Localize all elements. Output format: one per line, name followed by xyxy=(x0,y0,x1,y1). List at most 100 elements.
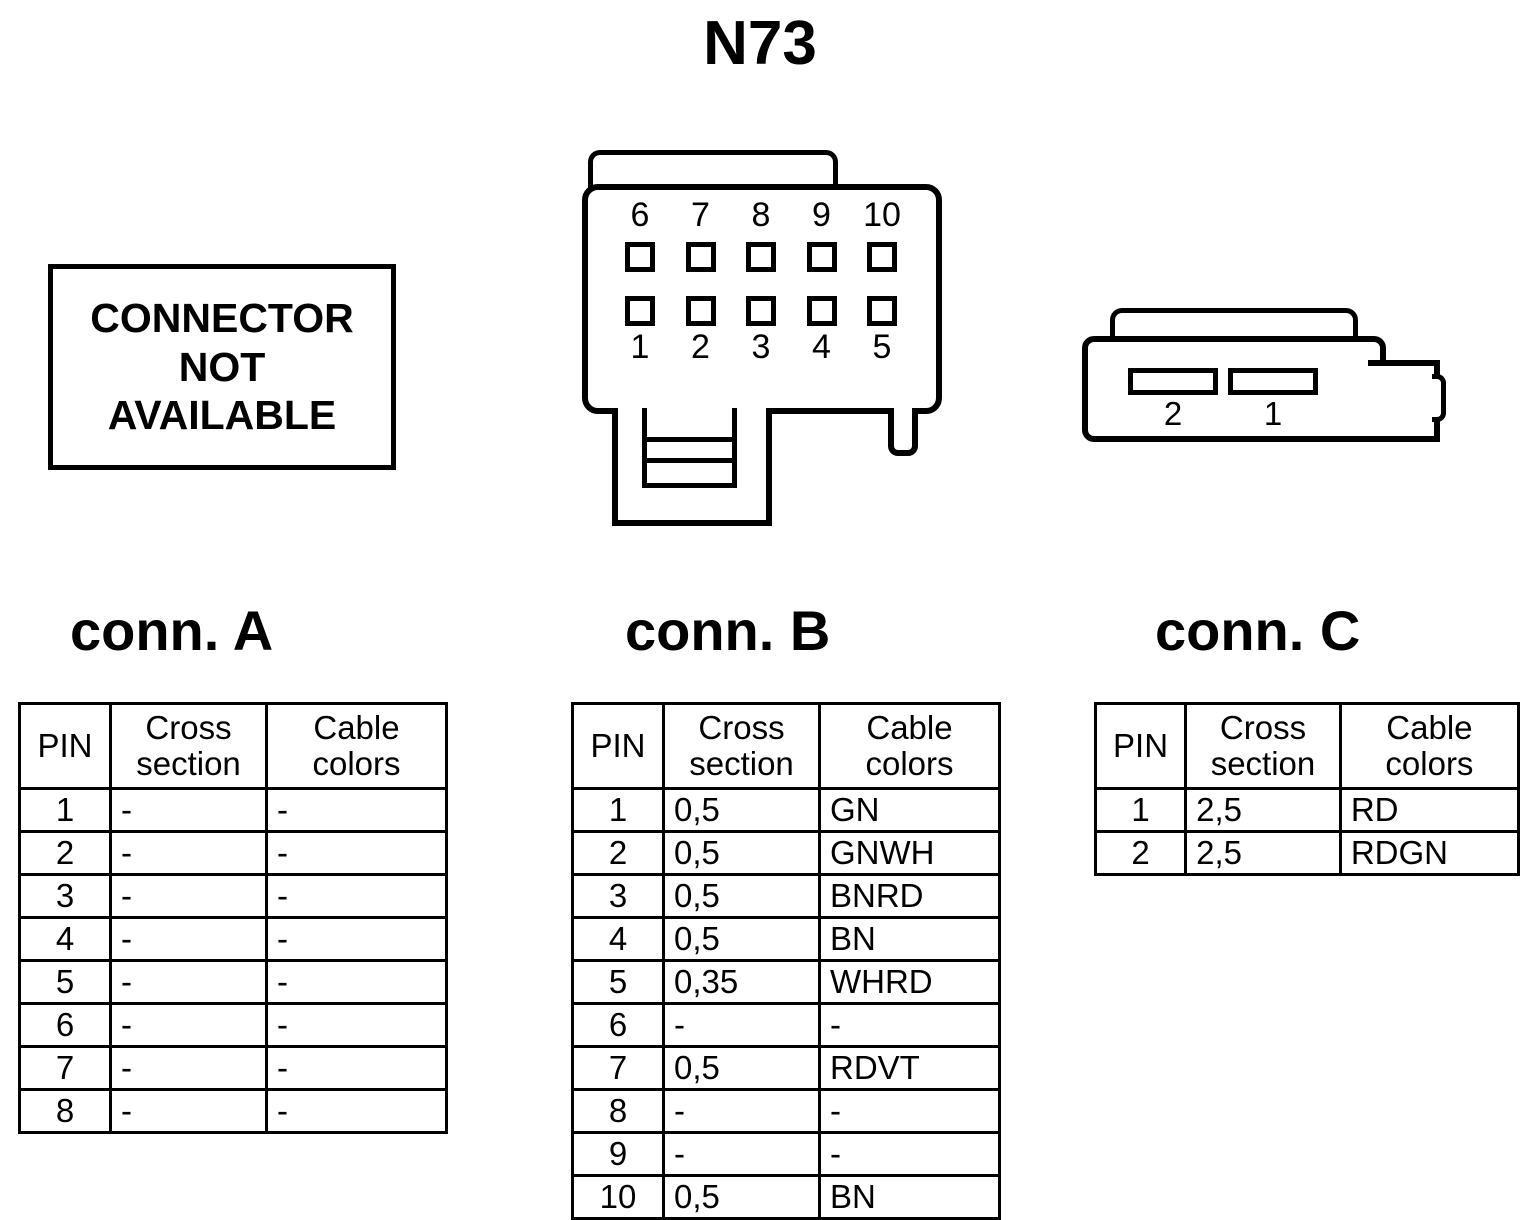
col-header-cross-line1: Cross xyxy=(698,709,785,747)
table-row: 3-- xyxy=(18,873,448,919)
cell-cable-colors: - xyxy=(265,787,448,833)
table-c-head: PIN Cross section Cable colors xyxy=(1093,702,1520,790)
pin-label-9: 9 xyxy=(812,196,831,234)
pin-socket-8 xyxy=(746,242,776,272)
page-title: N73 xyxy=(703,9,817,78)
cell-pin: 2 xyxy=(18,830,112,876)
cell-cross-section: 0,35 xyxy=(662,959,821,1005)
cell-pin: 2 xyxy=(571,830,665,876)
connector-c-slot-1 xyxy=(1228,368,1318,395)
connector-c-slot-2 xyxy=(1128,368,1218,395)
connector-c-slot-label-2: 2 xyxy=(1163,395,1183,432)
col-header-cross-line2: section xyxy=(689,745,794,782)
pin-socket-7 xyxy=(685,242,716,272)
table-row: 4-- xyxy=(18,916,448,962)
cell-cable-colors: WHRD xyxy=(818,959,1001,1005)
col-header-color-line1: Cable xyxy=(313,709,400,747)
col-header-cross-line2: section xyxy=(136,745,241,782)
cell-cross-section: - xyxy=(109,873,268,919)
pin-cell-3: 3 xyxy=(737,296,785,368)
notice-line-2: NOT xyxy=(178,343,266,390)
cell-cable-colors: - xyxy=(265,830,448,876)
pin-cell-9: 9 xyxy=(798,198,846,272)
pin-cell-4: 4 xyxy=(798,296,846,368)
cell-pin: 1 xyxy=(571,787,665,833)
col-header-cross-line1: Cross xyxy=(1219,709,1307,747)
heading-conn-a: conn. A xyxy=(70,599,274,662)
cell-pin: 5 xyxy=(18,959,112,1005)
connector-c-side-nub xyxy=(1432,374,1446,422)
cell-cross-section: - xyxy=(109,959,268,1005)
pin-cell-6: 6 xyxy=(616,198,664,272)
pin-socket-3 xyxy=(746,296,776,326)
col-header-cable-colors: Cable colors xyxy=(818,702,1001,790)
cell-cross-section: - xyxy=(662,1088,821,1134)
cell-cable-colors: GNWH xyxy=(818,830,1001,876)
cell-cross-section: 2,5 xyxy=(1184,830,1342,876)
cell-cross-section: 2,5 xyxy=(1184,787,1342,833)
col-header-pin: PIN xyxy=(571,702,665,790)
table-b-head: PIN Cross section Cable colors xyxy=(571,702,1001,790)
connector-c-slot-cell-1: 1 xyxy=(1228,368,1318,430)
cell-cross-section: - xyxy=(109,1045,268,1091)
heading-conn-b: conn. B xyxy=(625,599,831,662)
pin-cell-1: 1 xyxy=(616,296,664,368)
notice-line-3: AVAILABLE xyxy=(107,392,337,439)
cell-pin: 4 xyxy=(571,916,665,962)
pin-label-5: 5 xyxy=(872,328,892,366)
cell-pin: 4 xyxy=(18,916,112,962)
table-a-body: 1--2--3--4--5--6--7--8-- xyxy=(18,787,448,1134)
col-header-pin: PIN xyxy=(1093,702,1188,790)
cell-cable-colors: RDGN xyxy=(1338,830,1520,876)
table-row: 1-- xyxy=(18,787,448,833)
connector-b-right-leg xyxy=(888,408,918,456)
col-header-cross-line1: Cross xyxy=(145,709,232,747)
cell-cable-colors: - xyxy=(265,916,448,962)
pin-label-4: 4 xyxy=(812,328,831,366)
table-a-header-row: PIN Cross section Cable colors xyxy=(18,702,448,790)
cell-cross-section: - xyxy=(109,830,268,876)
notice-line-1: CONNECTOR xyxy=(90,295,354,342)
cell-cable-colors: - xyxy=(265,1002,448,1048)
cell-pin: 5 xyxy=(571,959,665,1005)
cell-pin: 1 xyxy=(18,787,112,833)
pin-label-2: 2 xyxy=(691,328,710,366)
table-row: 6-- xyxy=(18,1002,448,1048)
heading-conn-c: conn. C xyxy=(1155,599,1361,662)
cell-cross-section: - xyxy=(662,1131,821,1177)
cell-cross-section: - xyxy=(109,1088,268,1134)
pin-socket-4 xyxy=(806,296,837,326)
pin-socket-6 xyxy=(625,242,655,272)
cell-cross-section: - xyxy=(109,1002,268,1048)
pin-socket-5 xyxy=(867,296,897,326)
cell-cross-section: 0,5 xyxy=(662,873,821,919)
table-row: 9-- xyxy=(571,1131,1001,1177)
pin-cell-7: 7 xyxy=(677,198,725,272)
cell-pin: 9 xyxy=(571,1131,665,1177)
pin-row-bottom: 1 2 3 4 5 xyxy=(616,296,906,368)
connector-c-slot-label-1: 1 xyxy=(1263,395,1283,432)
connector-b-pin-grid: 6 7 8 9 10 1 xyxy=(610,198,920,368)
col-header-color-line2: colors xyxy=(312,745,401,782)
col-header-cross-section: Cross section xyxy=(109,702,268,790)
connector-c-slot-cell-2: 2 xyxy=(1128,368,1218,430)
col-header-cross-section: Cross section xyxy=(662,702,821,790)
col-header-pin: PIN xyxy=(18,702,112,790)
pin-cell-2: 2 xyxy=(677,296,725,368)
cell-cross-section: 0,5 xyxy=(662,1174,821,1220)
cell-cable-colors: RD xyxy=(1338,787,1520,833)
col-header-color-line2: colors xyxy=(865,745,954,782)
pin-table-conn-a: PIN Cross section Cable colors 1--2--3--… xyxy=(18,702,448,1134)
pin-label-8: 8 xyxy=(751,196,771,234)
pin-label-10: 10 xyxy=(863,196,901,234)
